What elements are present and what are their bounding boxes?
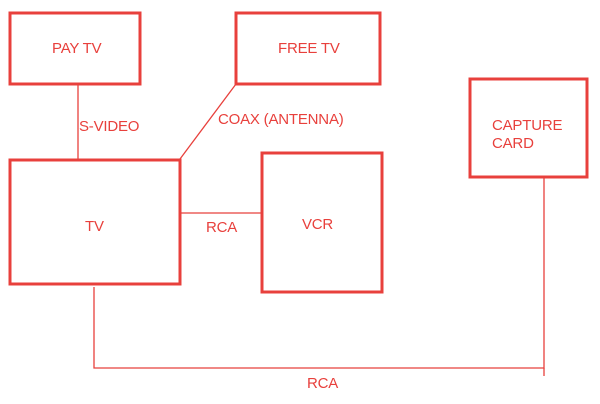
rca-tv-capture-label: RCA: [307, 375, 338, 392]
wire-tv-to-capture-card: [93, 177, 545, 369]
wire-free-tv-to-tv: [179, 83, 237, 160]
tv-box: [8, 158, 182, 286]
vcr-label: VCR: [302, 216, 333, 233]
coax-antenna-label: COAX (ANTENNA): [218, 111, 344, 128]
free-tv-box: [234, 11, 382, 86]
pay-tv-label: PAY TV: [52, 40, 102, 57]
tv-label: TV: [85, 218, 104, 235]
s-video-label: S-VIDEO: [79, 118, 139, 135]
capture-card-box: [468, 77, 589, 179]
vcr-box: [260, 151, 384, 294]
rca-tv-vcr-label: RCA: [206, 219, 237, 236]
capture-card-label-line2: CARD: [492, 135, 534, 152]
capture-card-label-line1: CAPTURE: [492, 117, 562, 134]
free-tv-label: FREE TV: [278, 40, 340, 57]
pay-tv-box: [8, 11, 142, 86]
